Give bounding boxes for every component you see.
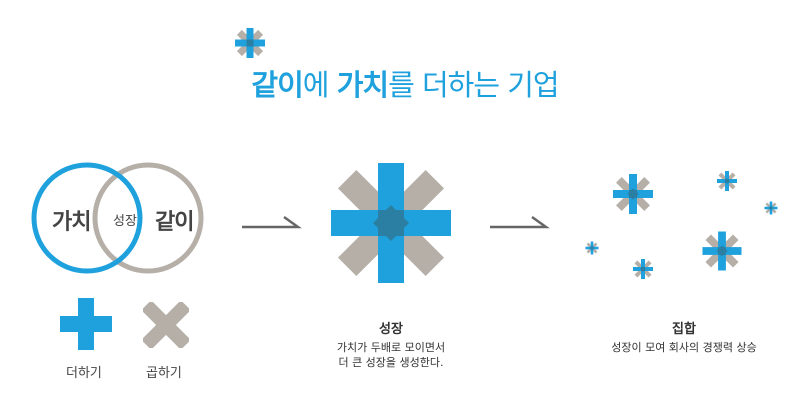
page-title: 같이에 가치를 더하는 기업	[0, 62, 810, 104]
times-icon	[143, 302, 189, 348]
title-part-particle1: 에	[302, 68, 337, 102]
venn-circle-left	[31, 162, 143, 274]
growth-heading: 성장	[379, 322, 403, 337]
plus-icon	[60, 298, 112, 350]
plus-label: 더하기	[66, 366, 102, 381]
asterisk-title-icon	[235, 28, 265, 58]
group-asterisk-small-2	[628, 254, 658, 284]
arrow-icon-2	[490, 215, 550, 229]
growth-caption-line1: 가치가 두배로 모이면서	[336, 341, 446, 354]
growth-caption-line2: 더 큰 성장을 생성한다.	[338, 356, 444, 369]
group-asterisk-small-1	[712, 166, 742, 196]
title-part-together: 같이	[251, 68, 303, 102]
group-caption: 성장이 모여 회사의 경쟁력 상승	[611, 341, 757, 354]
venn-diagram	[31, 162, 204, 274]
times-label: 곱하기	[146, 366, 182, 381]
group-asterisk-large-2	[694, 223, 750, 279]
venn-right-label: 같이	[155, 210, 194, 235]
group-asterisk-tiny-2	[582, 238, 602, 258]
growth-asterisk-icon	[331, 163, 451, 283]
title-part-rest: 를 더하는 기업	[388, 68, 560, 102]
group-heading: 집합	[672, 322, 696, 337]
venn-left-label: 가치	[52, 210, 91, 235]
venn-overlap-label: 성장	[113, 214, 137, 229]
title-part-value: 가치	[336, 68, 389, 102]
venn-circle-right	[92, 162, 204, 274]
group-asterisk-large-1	[604, 165, 662, 223]
group-asterisks	[582, 165, 781, 284]
group-asterisk-tiny-1	[761, 198, 781, 218]
arrow-icon-1	[242, 215, 302, 229]
